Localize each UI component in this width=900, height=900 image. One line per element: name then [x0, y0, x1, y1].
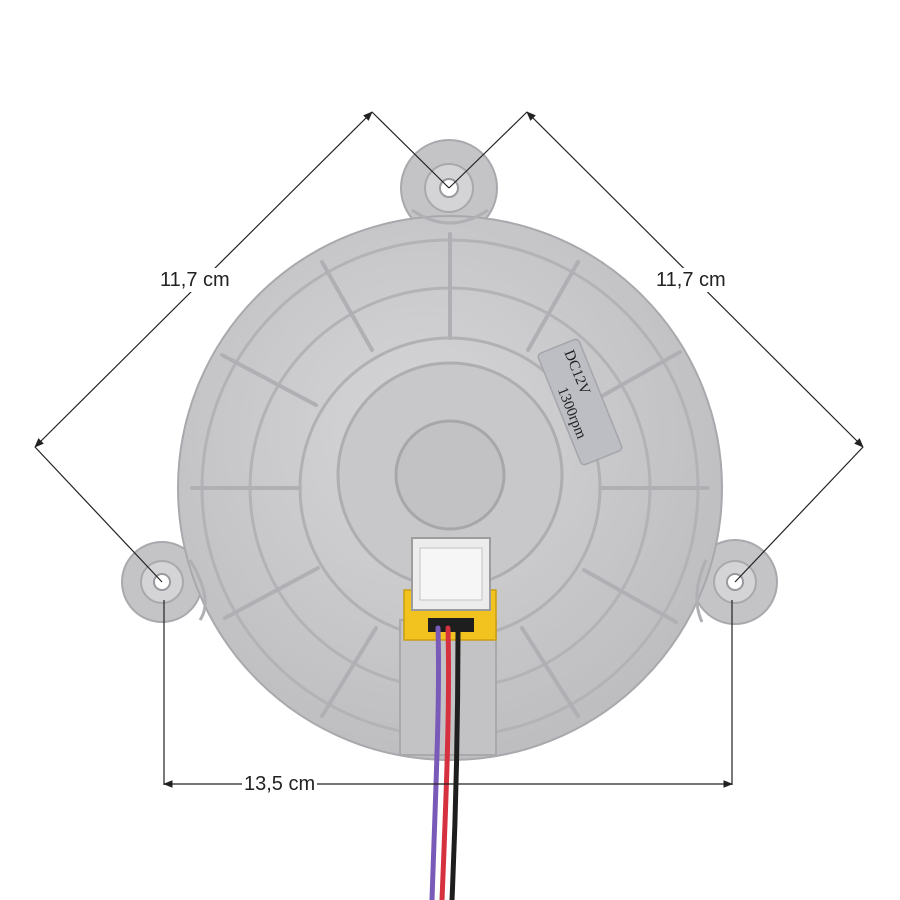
wire-connector	[403, 537, 497, 641]
dimension-right-label: 11,7 cm	[654, 268, 728, 292]
dimension-bottom-label: 13,5 cm	[242, 772, 318, 796]
motor-wires	[429, 625, 461, 900]
dimension-left-label: 11,7 cm	[158, 268, 232, 292]
